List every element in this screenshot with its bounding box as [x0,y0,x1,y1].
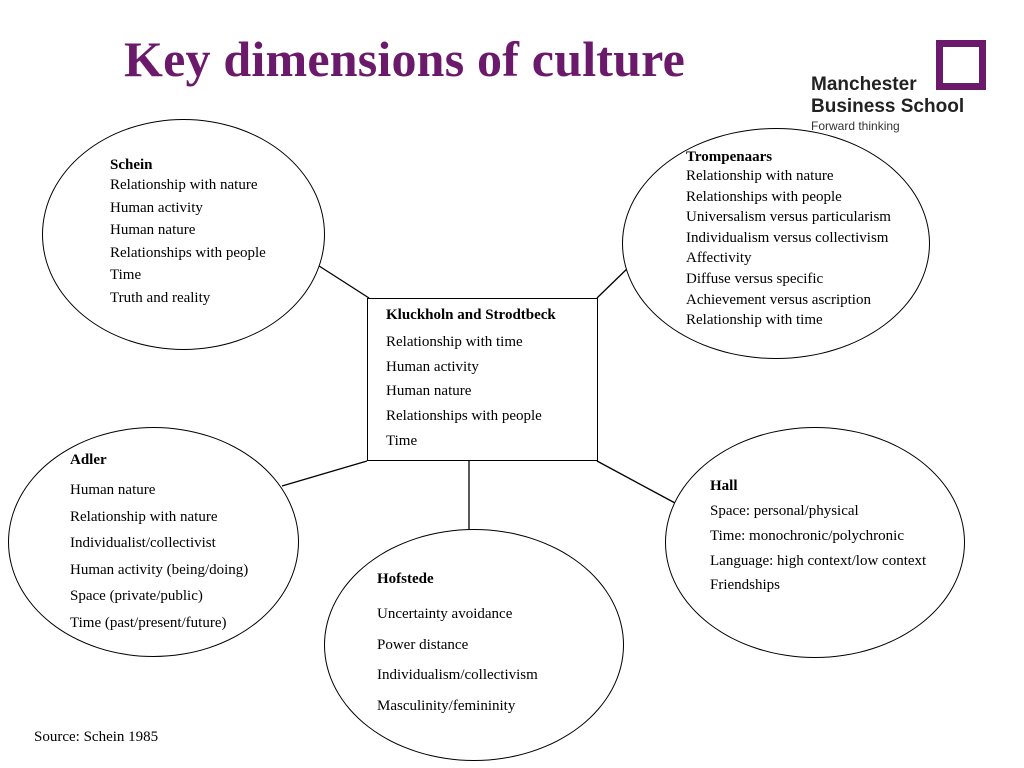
hofstede-item: Uncertainty avoidance [377,606,513,622]
trompenaars-ellipse [622,128,930,359]
hofstede-ellipse [324,529,624,761]
connector-schein [315,263,370,299]
kluckholn-item: Human nature [386,383,472,400]
hall-item: Space: personal/physical [710,503,859,519]
schein-item: Time [110,267,142,283]
adler-ellipse [8,427,299,657]
trompenaars-item: Relationships with people [686,188,842,205]
logo-square-icon [936,40,986,90]
kluckholn-item: Human activity [386,358,479,375]
trompenaars-node: Trompenaars Relationship with nature Rel… [686,148,891,331]
connector-hall [596,460,676,504]
trompenaars-item: Universalism versus particularism [686,209,891,226]
kluckholn-title: Kluckholn and Strodtbeck [386,307,556,323]
adler-item: Individualist/collectivist [70,535,216,552]
adler-item: Space (private/public) [70,588,203,605]
kluckholn-item: Time [386,432,418,449]
hofstede-title: Hofstede [377,571,434,587]
trompenaars-item: Diffuse versus specific [686,270,824,287]
adler-item: Human nature [70,482,156,498]
logo-line-2: Business School [811,96,965,117]
adler-item: Human activity (being/doing) [70,561,249,578]
schein-ellipse [42,119,325,350]
connector-adler [281,460,368,487]
slide-title: Key dimensions of culture [124,31,686,87]
trompenaars-item: Relationship with nature [686,168,834,184]
adler-item: Time (past/present/future) [70,614,227,631]
adler-title: Adler [70,452,107,468]
schein-title: Schein [110,157,153,173]
schein-item: Human nature [110,222,196,238]
hall-item: Friendships [710,577,781,594]
adler-item: Relationship with nature [70,508,218,525]
trompenaars-item: Individualism versus collectivism [686,229,889,246]
hofstede-item: Power distance [377,636,469,653]
manchester-business-school-logo: Manchester Business School Forward think… [806,38,1006,138]
hall-node: Hall Space: personal/physical Time: mono… [710,477,926,598]
hofstede-item: Masculinity/femininity [377,697,516,714]
source-citation: Source: Schein 1985 [34,729,159,745]
kluckholn-node: Kluckholn and Strodtbeck Relationship wi… [386,306,556,454]
trompenaars-item: Affectivity [686,250,752,267]
adler-node: Adler Human nature Relationship with nat… [70,451,248,637]
trompenaars-item: Relationship with time [686,312,823,329]
logo-line-1: Manchester [811,74,917,95]
hall-item: Language: high context/low context [710,552,927,569]
kluckholn-box [367,298,598,461]
hofstede-node: Hofstede Uncertainty avoidance Power dis… [377,570,538,721]
kluckholn-item: Relationships with people [386,408,542,425]
schein-item: Truth and reality [110,289,211,306]
hall-title: Hall [710,478,738,494]
schein-item: Relationship with nature [110,177,258,193]
kluckholn-item: Relationship with time [386,334,523,350]
schein-item: Human activity [110,199,203,216]
schein-item: Relationships with people [110,244,266,261]
hofstede-item: Individualism/collectivism [377,667,538,684]
hall-item: Time: monochronic/polychronic [710,527,905,544]
schein-node: Schein Relationship with nature Human ac… [110,156,266,309]
trompenaars-title: Trompenaars [686,149,773,165]
trompenaars-item: Achievement versus ascription [686,291,871,308]
hall-ellipse [665,427,965,658]
logo-tagline: Forward thinking [811,119,900,133]
